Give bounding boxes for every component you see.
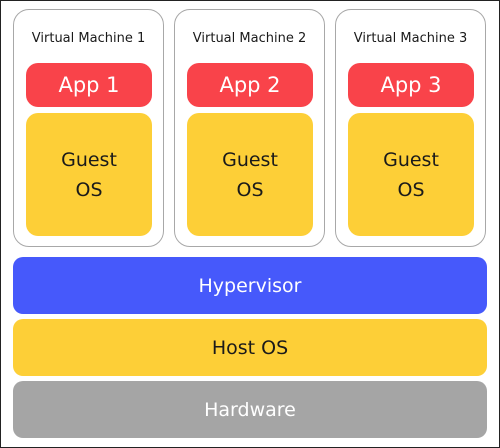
virtual-machine-3: Virtual Machine 3 App 3 Guest OS [335,9,486,247]
guest-os-label-line1: Guest [383,148,439,171]
guest-os-label-line1: Guest [61,148,117,171]
hardware-layer: Hardware [13,381,487,438]
app-box: App 2 [187,63,313,107]
guest-os-box: Guest OS [187,113,313,236]
guest-os-box: Guest OS [26,113,152,236]
hypervisor-layer: Hypervisor [13,257,487,314]
app-box: App 3 [348,63,474,107]
vm-title: Virtual Machine 2 [192,31,307,46]
vm-title: Virtual Machine 3 [353,31,468,46]
host-os-layer: Host OS [13,319,487,376]
vm-title: Virtual Machine 1 [31,31,146,46]
guest-os-label-line2: OS [397,178,425,201]
guest-os-box: Guest OS [348,113,474,236]
app-box: App 1 [26,63,152,107]
guest-os-label-line2: OS [236,178,264,201]
guest-os-label-line1: Guest [222,148,278,171]
virtual-machine-1: Virtual Machine 1 App 1 Guest OS [13,9,164,247]
virtual-machine-2: Virtual Machine 2 App 2 Guest OS [174,9,325,247]
guest-os-label-line2: OS [75,178,103,201]
